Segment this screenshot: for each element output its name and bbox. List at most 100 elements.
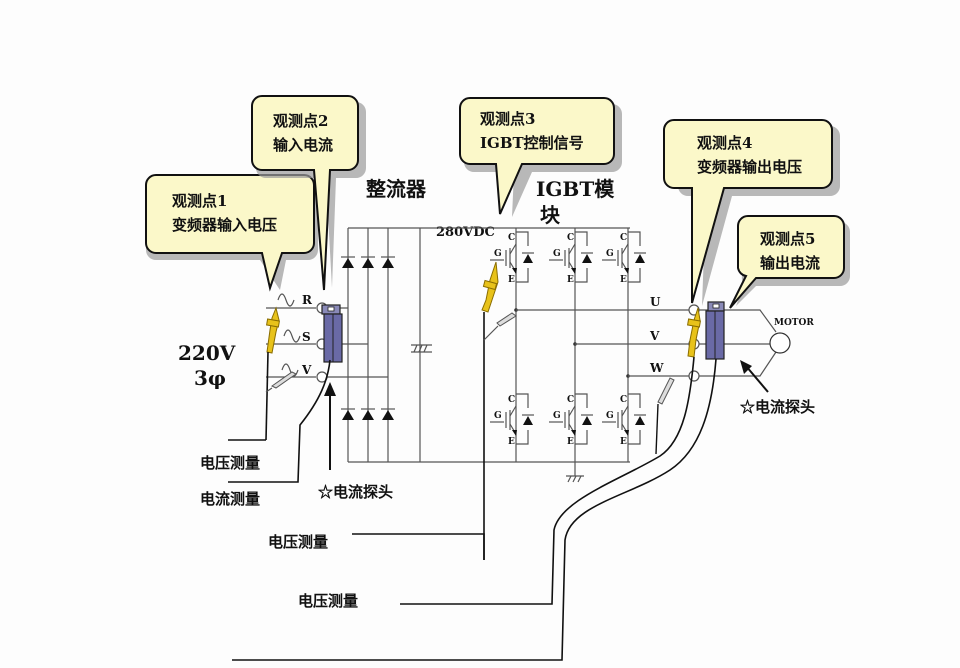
current-probe-label-right: ☆电流探头 <box>740 398 815 416</box>
callout-5-desc: 输出电流 <box>760 254 820 272</box>
arrow-icon <box>324 382 336 470</box>
emitter-arrow-icon <box>512 268 517 274</box>
callout-4-title: 观测点4 <box>697 134 752 152</box>
gate-label: G <box>494 249 502 259</box>
callout-4-desc: 变频器输出电压 <box>697 158 802 176</box>
emitter-arrow-icon <box>512 430 517 436</box>
output-voltage-probe-icon <box>686 307 702 358</box>
collector-label: C <box>508 395 515 405</box>
gate-label: G <box>494 411 502 421</box>
terminal-icon <box>688 370 700 382</box>
emitter-label: E <box>567 275 574 285</box>
rectifier-label: 整流器 <box>365 177 427 201</box>
emitter-label: E <box>508 275 515 285</box>
diode-icon <box>361 256 375 268</box>
igbt-transistor-icon <box>509 405 517 417</box>
sine-wave-icon <box>281 363 299 377</box>
voltage-measure-label-2: 电压测量 <box>268 533 328 551</box>
gate-label: G <box>606 411 614 421</box>
emitter-label: E <box>508 437 515 447</box>
voltage-clip-icon <box>657 377 675 405</box>
collector-label: C <box>567 233 574 243</box>
igbt-transistor-icon <box>621 405 629 417</box>
voltage-clip-icon <box>265 371 297 393</box>
voltage-measure-label-1: 电压测量 <box>200 454 260 472</box>
collector-label: C <box>620 233 627 243</box>
emitter-label: E <box>620 275 627 285</box>
callout-3-title: 观测点3 <box>480 110 535 128</box>
input-phase-v: V <box>301 363 312 377</box>
output-phase-u: U <box>650 295 661 309</box>
callout-1-desc: 变频器输入电压 <box>172 216 277 234</box>
callout-2-title: 观测点2 <box>273 112 328 130</box>
dc-bus-voltage-label: 280VDC <box>436 225 495 240</box>
igbt-transistor-icon <box>516 393 529 445</box>
sine-wave-icon <box>277 293 295 307</box>
current-measure-label: 电流测量 <box>200 490 260 508</box>
emitter-arrow-icon <box>624 268 629 274</box>
rectifier-bridge <box>341 227 630 463</box>
collector-label: C <box>620 395 627 405</box>
voltage-measure-label-3: 电压测量 <box>298 592 358 610</box>
callout-2: 观测点2 输入电流 <box>251 95 366 291</box>
diode-icon <box>582 416 592 425</box>
diode-icon <box>341 408 355 420</box>
diode-icon <box>341 256 355 268</box>
diode-icon <box>635 254 645 263</box>
igbt-transistor-icon <box>575 393 588 445</box>
current-probe-label-left: ☆电流探头 <box>318 483 393 501</box>
diode-icon <box>582 254 592 263</box>
igbt-transistor-icon <box>568 243 576 255</box>
input-phase-s: S <box>302 330 311 344</box>
igbt-module-label-line1: IGBT模 <box>536 177 615 201</box>
callout-3: 观测点3 IGBT控制信号 <box>459 97 622 217</box>
callout-1-title: 观测点1 <box>172 192 227 210</box>
output-lines <box>516 304 777 382</box>
diode-icon <box>635 416 645 425</box>
igbt-transistor-icon <box>628 231 641 283</box>
output-phase-v: V <box>649 329 660 343</box>
diode-icon <box>523 254 533 263</box>
diode-icon <box>381 256 395 268</box>
emitter-arrow-icon <box>571 430 576 436</box>
motor-icon <box>769 332 791 354</box>
arrow-icon <box>740 360 769 393</box>
input-phase-r: R <box>302 293 313 307</box>
gate-label: G <box>553 249 561 259</box>
gate-label: G <box>606 249 614 259</box>
emitter-arrow-icon <box>624 430 629 436</box>
igbt-transistor-icon <box>621 243 629 255</box>
output-current-probe-icon <box>705 301 725 360</box>
voltage-clip-icon <box>483 312 517 341</box>
gate-voltage-probe-icon <box>481 261 499 560</box>
emitter-label: E <box>567 437 574 447</box>
capacitor-icon <box>411 344 432 353</box>
motor-label: MOTOR <box>774 318 814 328</box>
callout-4: 观测点4 变频器输出电压 <box>663 119 840 306</box>
igbt-transistor-icon <box>516 231 529 283</box>
current-probe-icon <box>321 304 343 363</box>
diode-icon <box>523 416 533 425</box>
callout-2-desc: 输入电流 <box>273 136 333 154</box>
callout-1: 观测点1 变频器输入电压 <box>145 174 318 292</box>
emitter-label: E <box>620 437 627 447</box>
sine-wave-icon <box>283 329 301 343</box>
callout-3-desc: IGBT控制信号 <box>480 134 584 152</box>
measurement-leads <box>228 356 717 661</box>
collector-label: C <box>508 233 515 243</box>
emitter-arrow-icon <box>571 268 576 274</box>
igbt-transistor-icon <box>575 231 588 283</box>
ground-icon <box>566 462 584 483</box>
voltage-probe-icon <box>265 306 281 441</box>
callout-5: 观测点5 输出电流 <box>729 215 850 309</box>
igbt-transistor-icon <box>628 393 641 445</box>
collector-label: C <box>567 395 574 405</box>
gate-label: G <box>553 411 561 421</box>
diode-icon <box>381 408 395 420</box>
supply-voltage-label: 220V <box>178 341 236 365</box>
igbt-transistor-icon <box>568 405 576 417</box>
igbt-transistor-icon <box>509 243 517 255</box>
callout-5-title: 观测点5 <box>760 230 815 248</box>
